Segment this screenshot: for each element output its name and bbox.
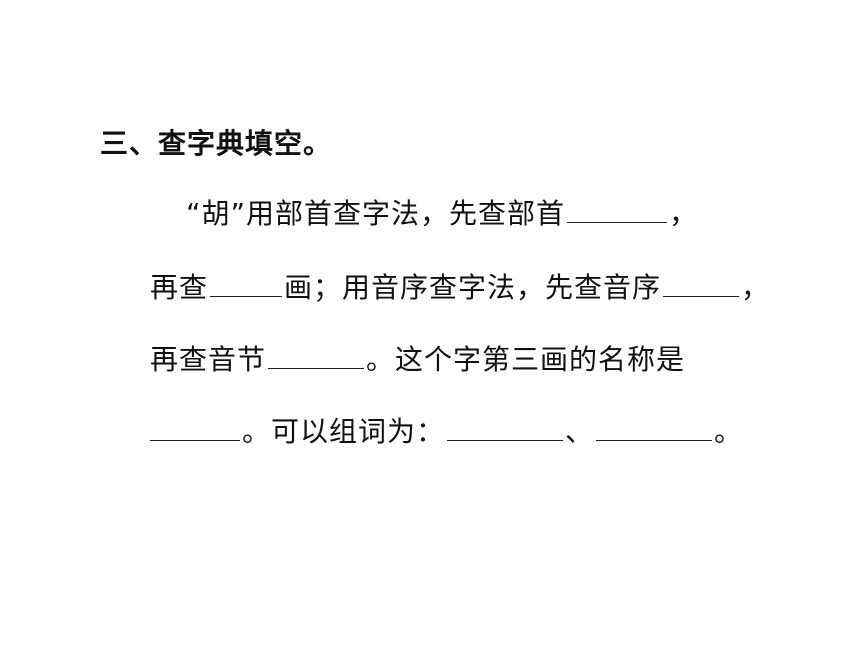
question-line-3: 再查音节 。这个字第三画的名称是	[150, 340, 685, 380]
question-line-1: “胡”用部首查字法，先查部首 ，	[186, 194, 698, 234]
line-4-text-c: 。	[714, 415, 744, 448]
blank-initial[interactable]	[663, 268, 740, 297]
line-2-text-b: 画；用音序查字法，先查音序	[284, 271, 662, 304]
line-2-text-c: ，	[741, 271, 771, 304]
line-1-text-b: ，	[669, 197, 699, 230]
line-3-text-a: 再查音节	[150, 343, 267, 376]
blank-radical[interactable]	[567, 194, 668, 223]
blank-word-1[interactable]	[447, 412, 564, 441]
line-2-text-a: 再查	[150, 271, 209, 304]
section-heading: 三、查字典填空。	[100, 127, 333, 160]
line-1-text-a: “胡”用部首查字法，先查部首	[186, 197, 566, 230]
question-line-4: 。可以组词为： 、 。	[150, 412, 743, 452]
blank-syllable[interactable]	[268, 340, 365, 369]
line-3-text-b: 。这个字第三画的名称是	[366, 343, 686, 376]
line-4-text-a: 。可以组词为：	[242, 415, 446, 448]
line-4-text-b: 、	[565, 415, 595, 448]
blank-strokes[interactable]	[210, 268, 283, 297]
blank-word-2[interactable]	[596, 412, 713, 441]
blank-stroke-name[interactable]	[150, 412, 240, 441]
question-line-2: 再查 画；用音序查字法，先查音序 ，	[150, 268, 770, 308]
